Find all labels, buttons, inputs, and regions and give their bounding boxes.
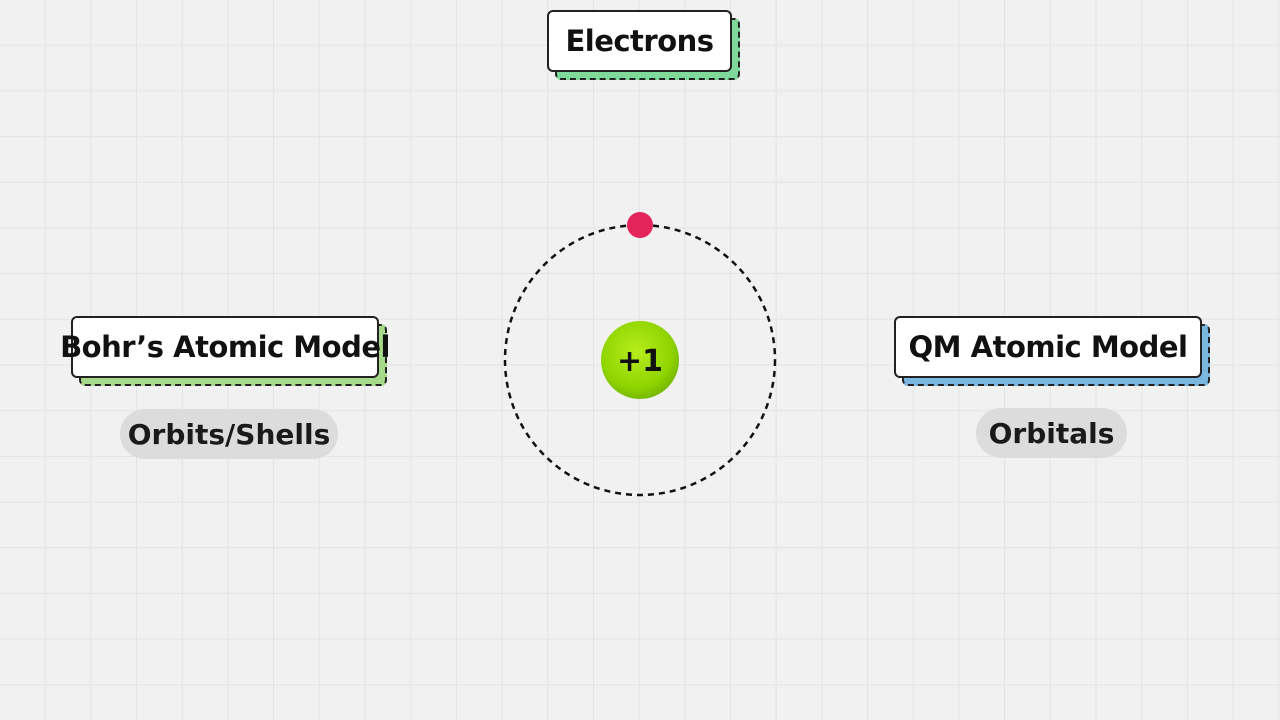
electron — [627, 212, 653, 238]
nucleus — [601, 321, 679, 399]
qm-model-card: QM Atomic Model — [894, 316, 1210, 386]
electrons-title-card: Electrons — [547, 10, 740, 80]
electrons-title: Electrons — [547, 10, 732, 72]
qm-model-label: QM Atomic Model — [894, 316, 1202, 378]
bohr-model-card: Bohr’s Atomic Model — [60, 316, 390, 386]
orbits-shells-pill: Orbits/Shells — [120, 409, 338, 459]
nucleus-charge: +1 — [617, 344, 663, 379]
bohr-model-label: Bohr’s Atomic Model — [60, 316, 390, 378]
orbitals-pill: Orbitals — [976, 408, 1127, 458]
electron-orbit — [503, 223, 777, 497]
